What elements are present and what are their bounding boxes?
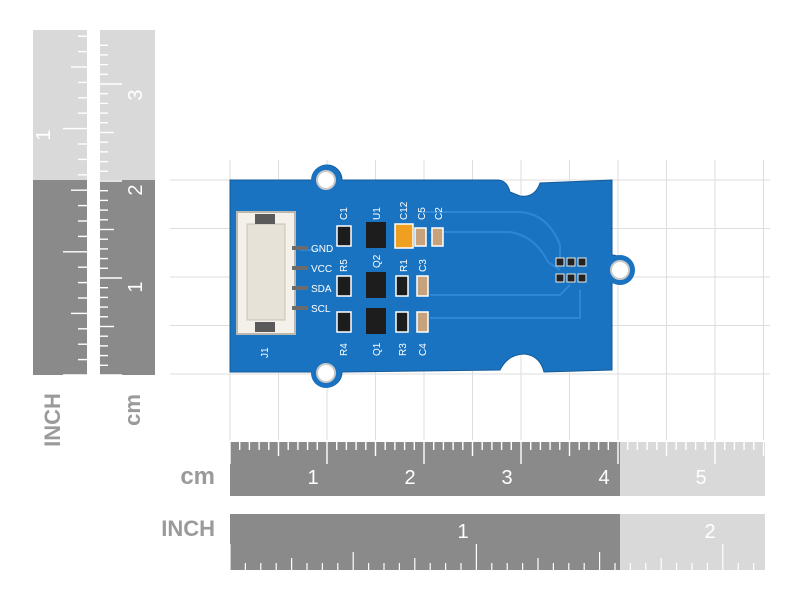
mounting-hole	[316, 363, 336, 383]
pin-label-vcc: VCC	[311, 264, 332, 275]
vertical-ruler: 3 2 1 1 INCH cm	[33, 30, 155, 447]
silk-r5: R5	[339, 259, 350, 272]
inch-number-2: 2	[704, 521, 715, 543]
horizontal-inch-ruler: 1 2 INCH	[161, 514, 765, 570]
pin-label-gnd: GND	[311, 244, 333, 255]
silk-c4: C4	[418, 343, 429, 356]
vertical-cm-number-3: 3	[125, 89, 147, 100]
cm-number-2: 2	[404, 467, 415, 489]
vertical-inch-number-1: 1	[33, 129, 55, 140]
pin-label-scl: SCL	[311, 304, 331, 315]
inch-number-1: 1	[457, 521, 468, 543]
cm-number-4: 4	[598, 467, 609, 489]
horizontal-inch-label: INCH	[161, 516, 215, 541]
silk-c2: C2	[434, 207, 445, 220]
silk-u1: U1	[372, 207, 383, 220]
silk-q1: Q1	[372, 342, 383, 356]
grove-connector	[236, 211, 308, 335]
vertical-cm-number-1: 1	[125, 281, 147, 292]
silk-c12: C12	[399, 201, 410, 220]
sensor-board: GND VCC SDA SCL C1 U1	[229, 164, 635, 388]
mounting-hole	[610, 260, 630, 280]
vertical-inch-label: INCH	[40, 393, 65, 447]
components	[336, 222, 587, 334]
silkscreen-labels: C1 U1 C12 C5 C2 R5 Q2 R1 C3 R4 Q1 R3 C4 …	[260, 201, 445, 358]
vertical-cm-number-2: 2	[125, 184, 147, 195]
vertical-cm-label: cm	[120, 394, 145, 426]
cm-number-5: 5	[695, 467, 706, 489]
silk-r4: R4	[339, 343, 350, 356]
silk-c1: C1	[339, 207, 350, 220]
horizontal-cm-label: cm	[180, 463, 215, 490]
silk-r1: R1	[399, 259, 410, 272]
cm-number-1: 1	[307, 467, 318, 489]
pin-label-sda: SDA	[311, 284, 332, 295]
horizontal-cm-ruler: 1 2 3 4 5 cm	[180, 442, 765, 496]
silk-j1: J1	[260, 347, 271, 358]
silk-c5: C5	[417, 207, 428, 220]
silk-r3: R3	[398, 343, 409, 356]
cm-number-3: 3	[501, 467, 512, 489]
silk-q2: Q2	[372, 254, 383, 268]
mounting-hole	[316, 170, 336, 190]
silk-c3: C3	[418, 259, 429, 272]
